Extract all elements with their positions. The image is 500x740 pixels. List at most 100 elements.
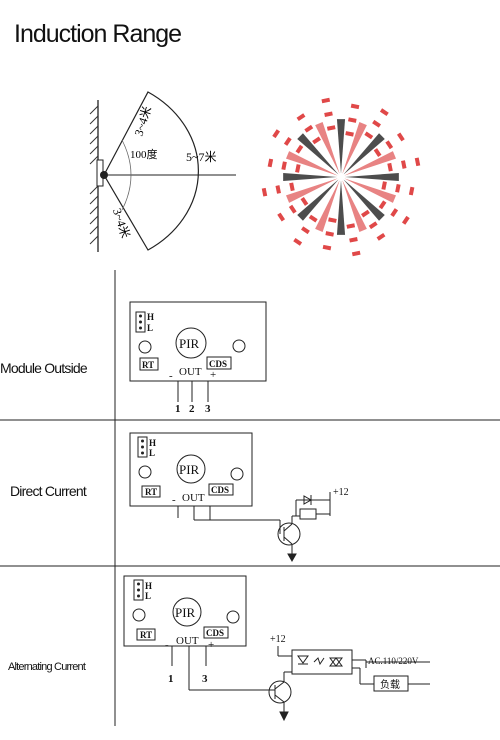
pattern-dash xyxy=(277,212,286,222)
ac-pir-label: PIR xyxy=(175,605,196,620)
pattern-ray xyxy=(344,151,397,176)
pattern-dash xyxy=(326,125,336,131)
ac-light-arrow xyxy=(313,657,325,666)
ac-triac xyxy=(329,657,343,667)
detection-pattern xyxy=(261,97,421,257)
ac-load-label: 负载 xyxy=(380,678,400,691)
distance-label: 5~7米 xyxy=(186,150,217,164)
ac-cds-box xyxy=(203,626,229,639)
row-label-module-outside: Module Outside xyxy=(0,360,88,376)
pattern-ray xyxy=(336,180,346,235)
pattern-dash xyxy=(378,200,387,210)
rt-box xyxy=(139,357,159,371)
pattern-dash xyxy=(272,129,281,139)
pattern-dash xyxy=(387,162,393,172)
module-board xyxy=(129,301,267,382)
dc-mount-hole-left xyxy=(138,465,152,479)
out-label: OUT xyxy=(179,366,202,378)
angle-arc xyxy=(121,139,132,211)
pattern-dash xyxy=(346,223,356,229)
pattern-dash xyxy=(267,158,274,168)
pattern-dash xyxy=(379,108,389,117)
ac-mount-hole-left xyxy=(132,608,146,622)
ac-module-board xyxy=(123,575,247,647)
pattern-dash xyxy=(401,160,407,169)
alternating-current-text: H L PIR RT CDS OUT - + 1 3 +12 AC.110/22… xyxy=(140,581,419,691)
pattern-dash xyxy=(385,140,394,150)
ac-rt-box xyxy=(136,628,156,641)
pattern-dash xyxy=(301,226,310,235)
pattern-ray xyxy=(342,121,367,174)
jumper-h: H xyxy=(147,312,154,322)
alternating-current xyxy=(123,575,430,722)
page-title: Induction Range xyxy=(14,20,182,48)
jumper-l: L xyxy=(147,323,153,333)
pattern-dash xyxy=(372,119,381,128)
pattern-dash xyxy=(295,164,301,173)
wall-hatching xyxy=(89,105,99,245)
ac-jumper-l: L xyxy=(145,591,151,601)
pin-2: 2 xyxy=(189,403,195,415)
range-diagram: 3~4米 3~4米 100度 5~7米 xyxy=(89,91,236,252)
pattern-dash xyxy=(350,103,360,110)
pattern-ray xyxy=(285,178,338,203)
ac-supply-label: +12 xyxy=(270,634,286,645)
direct-current-text: H L PIR RT CDS OUT - +12 xyxy=(145,438,349,506)
cds-box xyxy=(206,356,232,370)
dc-mount-hole-right xyxy=(230,467,244,481)
pattern-ray xyxy=(315,121,340,174)
side-bottom-label: 3~4米 xyxy=(110,206,133,239)
ac-rt-label: RT xyxy=(140,630,152,640)
row-label-direct-current: Direct Current xyxy=(10,483,87,499)
dc-rt-box xyxy=(141,485,161,498)
plus-label: + xyxy=(210,369,216,381)
ac-plus-label: + xyxy=(208,639,214,651)
pattern-dash xyxy=(376,232,386,241)
row-label-alternating-current: Alternating Current xyxy=(8,661,86,673)
ac-mount-hole-right xyxy=(226,610,240,624)
pattern-dash xyxy=(281,161,287,170)
dc-pir-lens xyxy=(176,454,206,484)
dc-pir-label: PIR xyxy=(179,462,200,477)
ac-led xyxy=(297,655,309,664)
pattern-dash xyxy=(304,124,314,133)
pattern-ray xyxy=(283,172,338,182)
pattern-dash xyxy=(368,221,378,230)
pattern-dash xyxy=(381,181,387,190)
pattern-dash xyxy=(275,185,281,194)
pattern-ray xyxy=(315,180,340,233)
pattern-dash xyxy=(289,182,295,192)
pin-3: 3 xyxy=(205,403,211,415)
pattern-dash xyxy=(361,209,370,218)
pattern-dash xyxy=(348,117,357,123)
dc-transistor xyxy=(277,522,301,546)
pattern-dash xyxy=(414,157,421,167)
module-outside xyxy=(129,301,267,402)
dc-cds-box xyxy=(208,483,234,496)
pattern-dash xyxy=(390,208,399,217)
wiring-table xyxy=(0,270,500,726)
pattern-dash xyxy=(364,131,374,140)
pattern-dash xyxy=(293,237,303,246)
pattern-dash xyxy=(295,144,304,154)
module-outside-text: H L PIR RT CDS OUT - + 1 2 3 xyxy=(142,312,227,415)
dc-rt-label: RT xyxy=(145,487,157,497)
pattern-dash xyxy=(261,187,268,197)
pattern-ray xyxy=(342,180,367,233)
ac-minus-label: - xyxy=(165,639,169,651)
pattern-dash xyxy=(401,215,410,225)
pattern-ray xyxy=(297,179,339,221)
dc-out-label: OUT xyxy=(182,492,205,504)
dc-jumper-l: L xyxy=(149,448,155,458)
side-top-label: 3~4米 xyxy=(132,104,155,137)
ac-pir-lens xyxy=(172,597,202,627)
pattern-dash xyxy=(300,197,309,206)
mount-hole-right xyxy=(232,339,246,353)
detection-sector xyxy=(103,91,199,251)
pattern-ray xyxy=(344,172,399,182)
pattern-dash xyxy=(321,97,331,104)
angle-label: 100度 xyxy=(130,147,158,161)
pattern-dash xyxy=(349,237,358,243)
pattern-dash xyxy=(296,113,306,122)
